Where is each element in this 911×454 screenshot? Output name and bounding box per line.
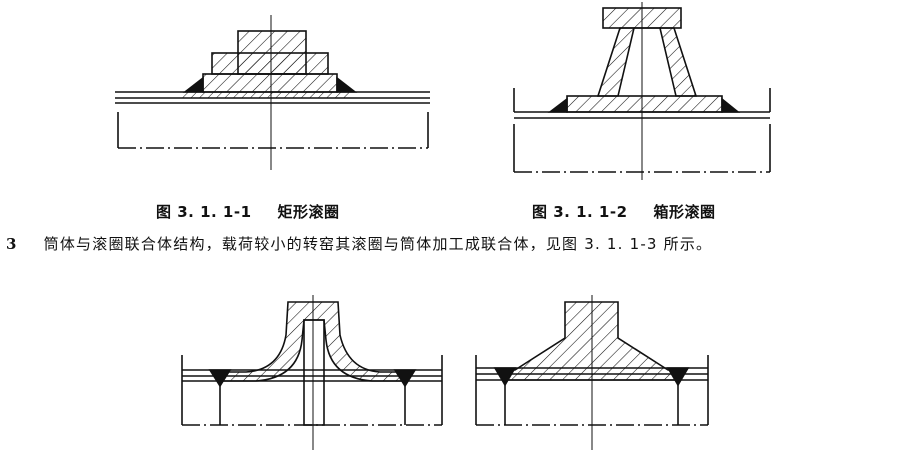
caption-figure-1-number: 图 3. 1. 1-1 (156, 203, 252, 221)
caption-figure-1-title: 矩形滚圈 (277, 203, 340, 221)
caption-figure-2: 图 3. 1. 1-2 箱形滚圈 (532, 201, 716, 222)
paragraph-number: 3 (6, 235, 18, 253)
caption-figure-1: 图 3. 1. 1-1 矩形滚圈 (156, 201, 340, 222)
figure-joint-left (181, 295, 443, 450)
figure-rectangular-tyre (115, 15, 430, 170)
paragraph-text: 筒体与滚圈联合体结构，载荷较小的转窑其滚圈与筒体加工成联合体，见图 3. 1. … (43, 235, 713, 253)
caption-figure-2-title: 箱形滚圈 (653, 203, 716, 221)
body-paragraph: 3 筒体与滚圈联合体结构，载荷较小的转窑其滚圈与筒体加工成联合体，见图 3. 1.… (6, 233, 712, 254)
figure-box-tyre (513, 2, 771, 180)
figure-joint-right (475, 295, 709, 450)
caption-figure-2-number: 图 3. 1. 1-2 (532, 203, 628, 221)
